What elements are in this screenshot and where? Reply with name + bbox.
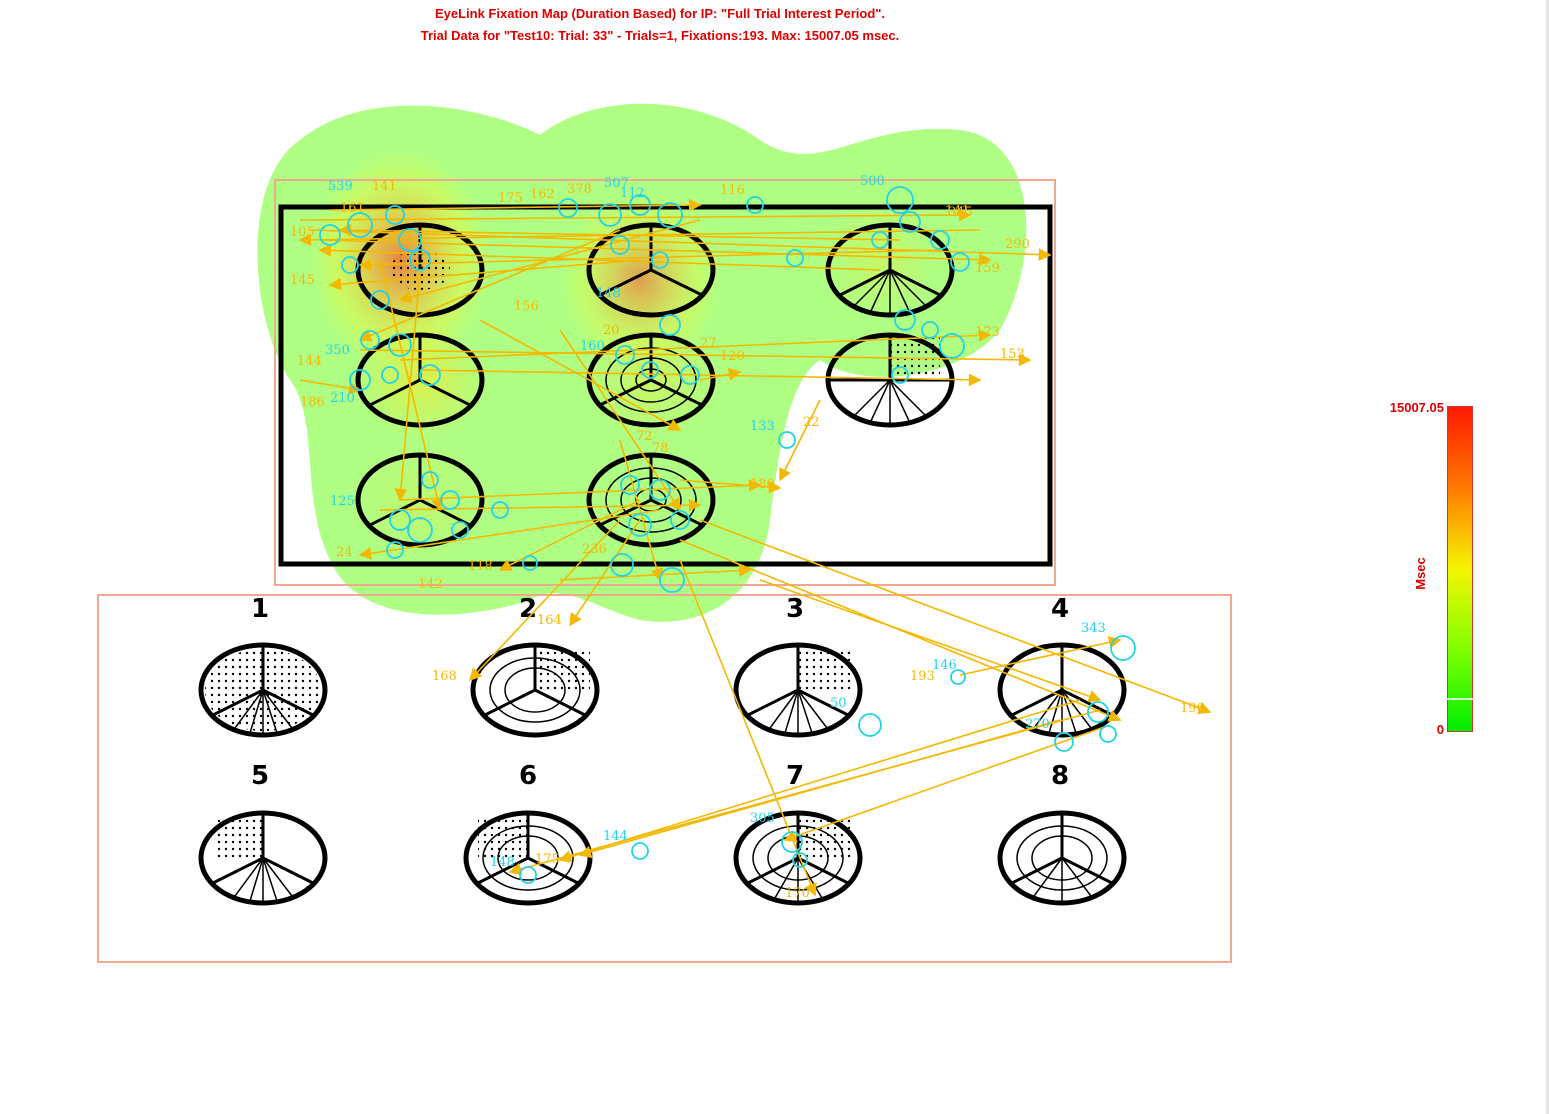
fixation-label: 20 [603,323,620,338]
option-label-3: 3 [786,594,804,624]
fixation-label: 144 [603,829,628,844]
fixation-label: 539 [328,179,353,194]
fixation-label: 345 [948,205,973,220]
window-edge [1546,0,1549,1114]
fixation-label: 175 [535,852,560,867]
fixation-label: 180 [750,477,775,492]
fixation-label: 112 [620,186,645,201]
option-label-7: 7 [786,761,804,791]
fixation-label: 24 [336,545,353,560]
fixation-label: 173 [975,325,1000,340]
fixation-label: 350 [325,343,350,358]
option-label-8: 8 [1051,761,1069,791]
option-figure-4 [997,642,1127,738]
fixation-label: 343 [1081,621,1106,636]
fixation-label: 116 [720,183,745,198]
interest-area-top [274,179,1056,586]
fixation-label: 196 [1180,701,1205,716]
fixation-label: 159 [975,261,1000,276]
option-label-2: 2 [519,594,537,624]
fixation-label: 186 [300,395,325,410]
matrix-cell-1-3 [825,222,955,318]
option-figure-5 [198,810,328,906]
fixation-label: 507 [604,176,629,191]
matrix-cell-2-3 [825,332,955,428]
option-figure-3 [733,642,863,738]
option-numbers: 1 2 3 4 5 6 7 8 [251,594,1069,791]
fixation-label-layer: 539 141 378 507 116 500 175 162 112 345 … [290,174,1205,901]
matrix-frame [278,204,1053,567]
fixation-label: 125 [330,494,355,509]
fixation-label: 148 [490,855,515,870]
fixation-label: 22 [803,415,820,430]
option-label-1: 1 [251,594,269,624]
fixation-label: 156 [514,299,539,314]
fixation-label: 78 [652,441,669,456]
color-scale-marker [1447,698,1473,700]
fixation-label: 27 [700,336,717,351]
option-figure-8 [997,810,1127,906]
fixation-label: 378 [567,182,592,197]
fixation-label: 145 [290,273,315,288]
fixation-label: 500 [860,174,885,189]
fixation-label: 141 [372,179,397,194]
chart-title-line2: Trial Data for "Test10: Trial: 33" - Tri… [420,28,900,43]
fixation-label: 175 [498,191,523,206]
answer-figures [198,642,1127,906]
fixation-label: 144 [297,354,322,369]
matrix-cell-3-1 [355,452,485,548]
fixation-label: 153 [1000,347,1025,362]
fixation-label: 160 [580,339,605,354]
option-figure-6 [463,810,593,906]
fixation-label: 210 [330,391,355,406]
fixation-label: 50 [830,696,847,711]
chart-title-line1: EyeLink Fixation Map (Duration Based) fo… [434,6,886,21]
fixation-label: 161 [340,201,365,216]
saccade-overlay [298,198,1212,897]
fixation-label: 72 [636,429,653,444]
fixation-label: 270 [1025,717,1050,732]
fixation-label: 305 [750,811,775,826]
fixation-label: 142 [418,577,443,592]
option-figure-1 [198,642,328,738]
fixation-label: 170 [785,886,810,901]
option-figure-2 [470,642,600,738]
fixation-label: 164 [537,613,562,628]
duration-color-scale [1447,406,1473,732]
fixation-label: 105 [290,225,315,240]
scale-max-label: 15007.05 [1389,400,1444,415]
fixation-label: 148 [596,286,621,301]
scale-unit-label: Msec [1412,557,1428,590]
fixation-label: 120 [720,349,745,364]
scale-min-label: 0 [1436,722,1444,737]
fixation-points [319,186,1136,884]
fixation-label: 236 [582,542,607,557]
fixation-label: 141 [945,204,970,219]
option-label-6: 6 [519,761,537,791]
option-label-4: 4 [1051,594,1069,624]
fixation-label: 162 [530,187,555,202]
fixation-label: 193 [910,669,935,684]
fixation-label: 168 [432,669,457,684]
fixation-label: 118 [468,559,493,574]
interest-area-bottom [97,594,1232,963]
fixation-label: 290 [1005,237,1030,252]
fixation-label: 133 [750,419,775,434]
fixation-label: 146 [932,658,957,673]
option-label-5: 5 [251,761,269,791]
